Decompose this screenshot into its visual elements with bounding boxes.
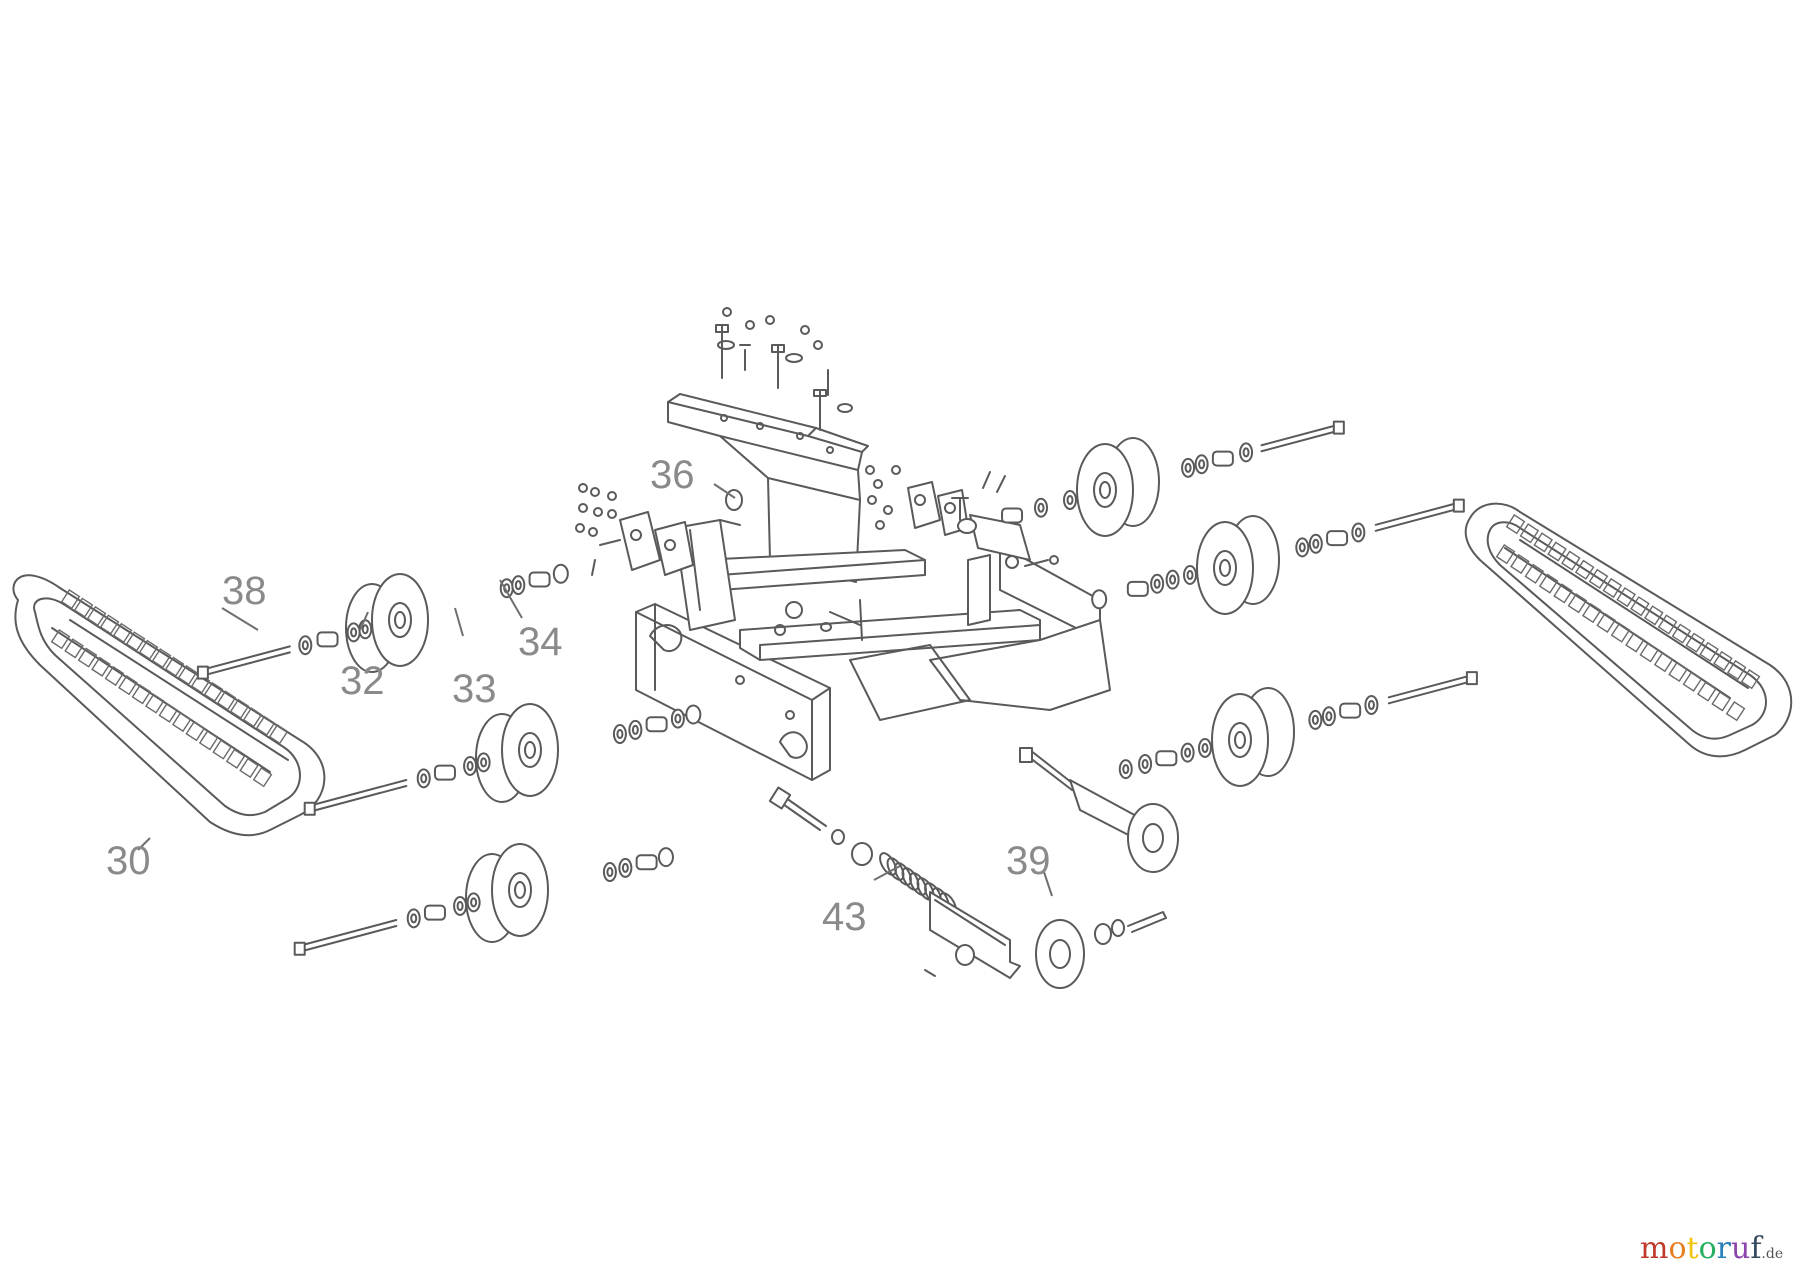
callout-32: 32 [340, 659, 385, 703]
main-chassis-frame [635, 514, 1111, 781]
right-rubber-track [1464, 502, 1793, 758]
callout-39: 39 [1006, 839, 1051, 883]
callout-36: 36 [650, 453, 695, 497]
right-hinge-bracket [907, 481, 977, 536]
callout-34: 34 [518, 620, 563, 664]
callout-38: 38 [222, 569, 267, 613]
callout-30: 30 [106, 839, 151, 883]
seat-fastener-set [715, 307, 853, 431]
watermark-logo: motoruf.de [1640, 1231, 1783, 1266]
small-hardware [575, 465, 1059, 632]
track-tensioner-assembly [768, 747, 1179, 989]
callout-43: 43 [822, 895, 867, 939]
callout-33: 33 [452, 667, 497, 711]
left-hinge-bracket [591, 511, 694, 576]
left-rubber-track [12, 574, 326, 837]
callout-leaders [137, 483, 1053, 897]
